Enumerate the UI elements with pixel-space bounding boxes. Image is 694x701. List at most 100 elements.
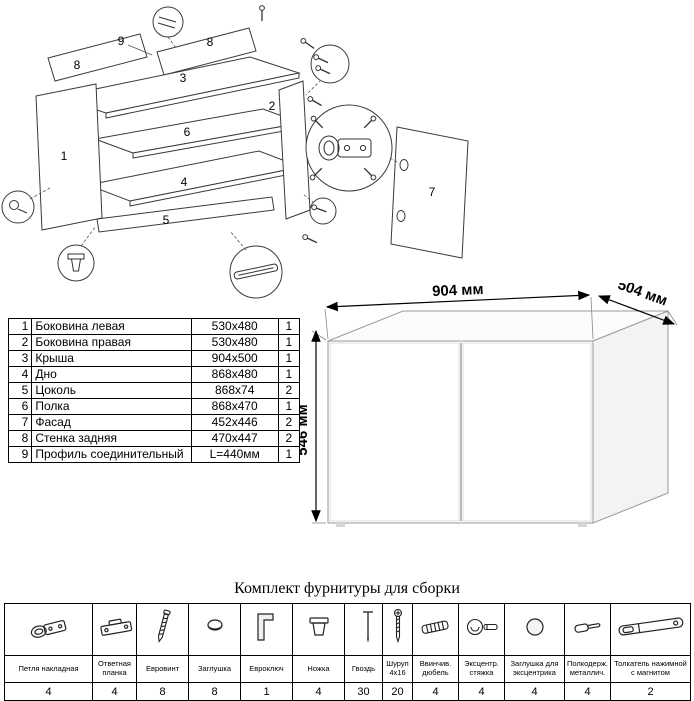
detail-circle-screws	[310, 44, 350, 84]
part-name: Полка	[31, 398, 192, 415]
part-size: L=440мм	[190, 446, 279, 463]
part-size: 868x480	[190, 366, 279, 383]
part-top-panel-edge	[105, 72, 300, 119]
dowel-icon	[421, 620, 449, 634]
part-number: 2	[7, 334, 33, 351]
part-back-panel-left	[47, 33, 148, 82]
hardware-qty: 8	[188, 682, 241, 701]
push-opener-cell	[610, 603, 691, 656]
part-label-2: 2	[269, 99, 276, 113]
part-left-side	[35, 83, 103, 231]
part-right-side	[278, 80, 311, 220]
width-dim-arrow	[325, 290, 591, 312]
part-qty: 1	[277, 318, 301, 335]
hardware-name: Гвоздь	[344, 655, 383, 683]
part-size: 904x500	[190, 350, 279, 367]
part-qty: 1	[277, 398, 301, 415]
strike-plate-cell	[92, 603, 137, 656]
cabinet-foot-left	[336, 523, 345, 527]
part-qty: 1	[277, 446, 301, 463]
push-opener-icon	[618, 617, 683, 636]
exploded-assembly-diagram: 9 8 8 3 6 4 5 1 2 7	[0, 0, 500, 312]
cam-lock-cell	[458, 603, 505, 656]
nail-cell	[344, 603, 383, 656]
hardware-qty: 20	[382, 682, 413, 701]
part-label-1: 1	[61, 149, 68, 163]
part-name: Стенка задняя	[31, 430, 192, 447]
hardware-qty: 4	[4, 682, 93, 701]
part-name: Боковина левая	[31, 318, 192, 335]
leader-line	[389, 157, 400, 164]
door-hinge-cup-bottom	[396, 210, 406, 222]
hardware-qty: 4	[92, 682, 137, 701]
hardware-kit-title: Комплект фурнитуры для сборки	[234, 580, 460, 597]
part-size: 530x480	[190, 318, 279, 335]
part-back-panel-right	[156, 27, 257, 76]
hardware-name: Толкатель нажимной с магнитом	[610, 655, 691, 683]
width-dim-label: 904 мм	[432, 283, 484, 300]
euro-screw-icon	[157, 609, 171, 643]
part-size: 452x446	[190, 414, 279, 431]
screw-glyph	[299, 36, 317, 51]
part-number: 6	[7, 398, 33, 415]
hardware-name: Заглушка для эксцентрика	[504, 655, 565, 683]
cam-detail	[9, 200, 19, 210]
profile-rail-detail	[233, 263, 279, 280]
hardware-name: Петля накладная	[4, 655, 93, 683]
part-qty: 2	[277, 414, 301, 431]
part-name: Боковина правая	[31, 334, 192, 351]
cabinet-door-left	[329, 342, 460, 522]
dim-ext-line	[311, 330, 327, 341]
euro-screw-cell	[136, 603, 189, 656]
cabinet-foot-right	[578, 523, 587, 527]
hex-key-icon	[256, 613, 274, 641]
hinge-hole-1	[343, 144, 351, 152]
strike-plate-icon	[100, 618, 133, 636]
part-label-3: 3	[180, 71, 187, 85]
part-number: 4	[7, 366, 33, 383]
part-number: 1	[7, 318, 33, 335]
hardware-qty: 4	[412, 682, 459, 701]
hardware-table: Петля накладная Ответная планка Евровинт…	[4, 603, 691, 701]
part-label-7: 7	[429, 185, 436, 199]
hardware-kit: Петля накладная Ответная планка Евровинт…	[4, 603, 691, 701]
exploded-diagram-svg: 9 8 8 3 6 4 5 1 2 7	[1, 4, 469, 299]
hardware-qty-row: 4 4 8 8 1 4 30 20 4 4 4 4 2	[4, 682, 691, 701]
leader-line	[302, 193, 315, 204]
part-size: 868x470	[190, 398, 279, 415]
leg-detail-body	[70, 258, 82, 272]
hardware-qty: 8	[136, 682, 189, 701]
leg-icon	[308, 617, 329, 636]
leader-line	[229, 230, 247, 251]
screw-glyph	[306, 95, 324, 109]
part-number: 3	[7, 350, 33, 367]
cam-cap-icon	[525, 618, 544, 636]
hardware-name: Ножка	[292, 655, 345, 683]
door-hinge-cup-top	[399, 159, 409, 171]
part-name: Фасад	[31, 414, 192, 431]
part-name: Профиль соединительный	[31, 446, 192, 463]
part-number: 7	[7, 414, 33, 431]
part-number: 5	[7, 382, 33, 399]
hardware-name: Ввинчив. дюбель	[412, 655, 459, 683]
cabinet-side-face	[592, 310, 669, 524]
hardware-qty: 4	[564, 682, 611, 701]
profile-rail-groove	[238, 267, 274, 276]
hardware-qty: 2	[610, 682, 691, 701]
part-label-9: 9	[118, 34, 125, 48]
hinge-cup	[318, 135, 340, 161]
part-size: 470x447	[190, 430, 279, 447]
hinge-icon	[30, 620, 66, 638]
shelf-pin-cell	[564, 603, 611, 656]
screw-icon	[393, 608, 403, 644]
cam-detail-bolt	[17, 208, 28, 214]
hardware-names-row: Петля накладная Ответная планка Евровинт…	[4, 655, 691, 683]
hardware-qty: 4	[292, 682, 345, 701]
